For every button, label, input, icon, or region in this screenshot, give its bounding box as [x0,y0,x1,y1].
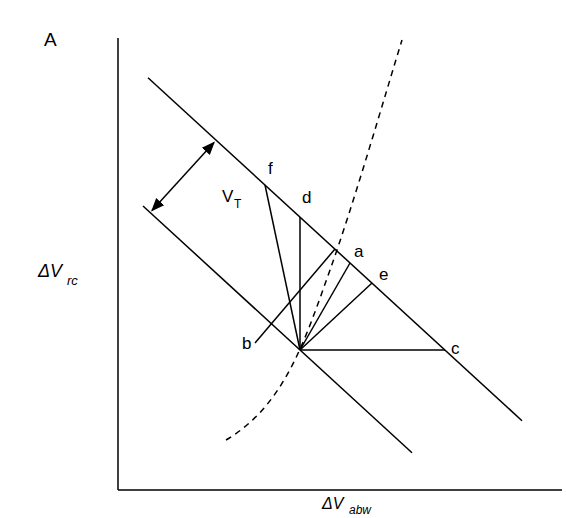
axis-label: ΔV [38,262,62,280]
y-axis [117,38,119,490]
point-label: a [354,243,363,260]
point-label: d [302,189,311,206]
x-axis [118,489,562,491]
dimension-subscript: T [234,198,241,210]
slope-line [255,249,335,343]
axis-label: ΔV [322,496,343,512]
upper-line [148,78,522,421]
point-label: e [379,266,388,283]
dimension-arrow [152,143,214,211]
fan-line [299,217,301,350]
fan-line [300,263,350,350]
point-label: f [268,160,273,177]
fan-line [300,349,445,351]
panel-letter: A [44,30,57,49]
axis-subscript: abw [349,504,371,516]
point-label: c [451,340,460,357]
axis-subscript: rc [67,274,78,287]
dimension-label: V [222,188,233,205]
fan-line [300,283,372,350]
dashed-curve [226,40,402,440]
point-label: b [242,335,251,352]
